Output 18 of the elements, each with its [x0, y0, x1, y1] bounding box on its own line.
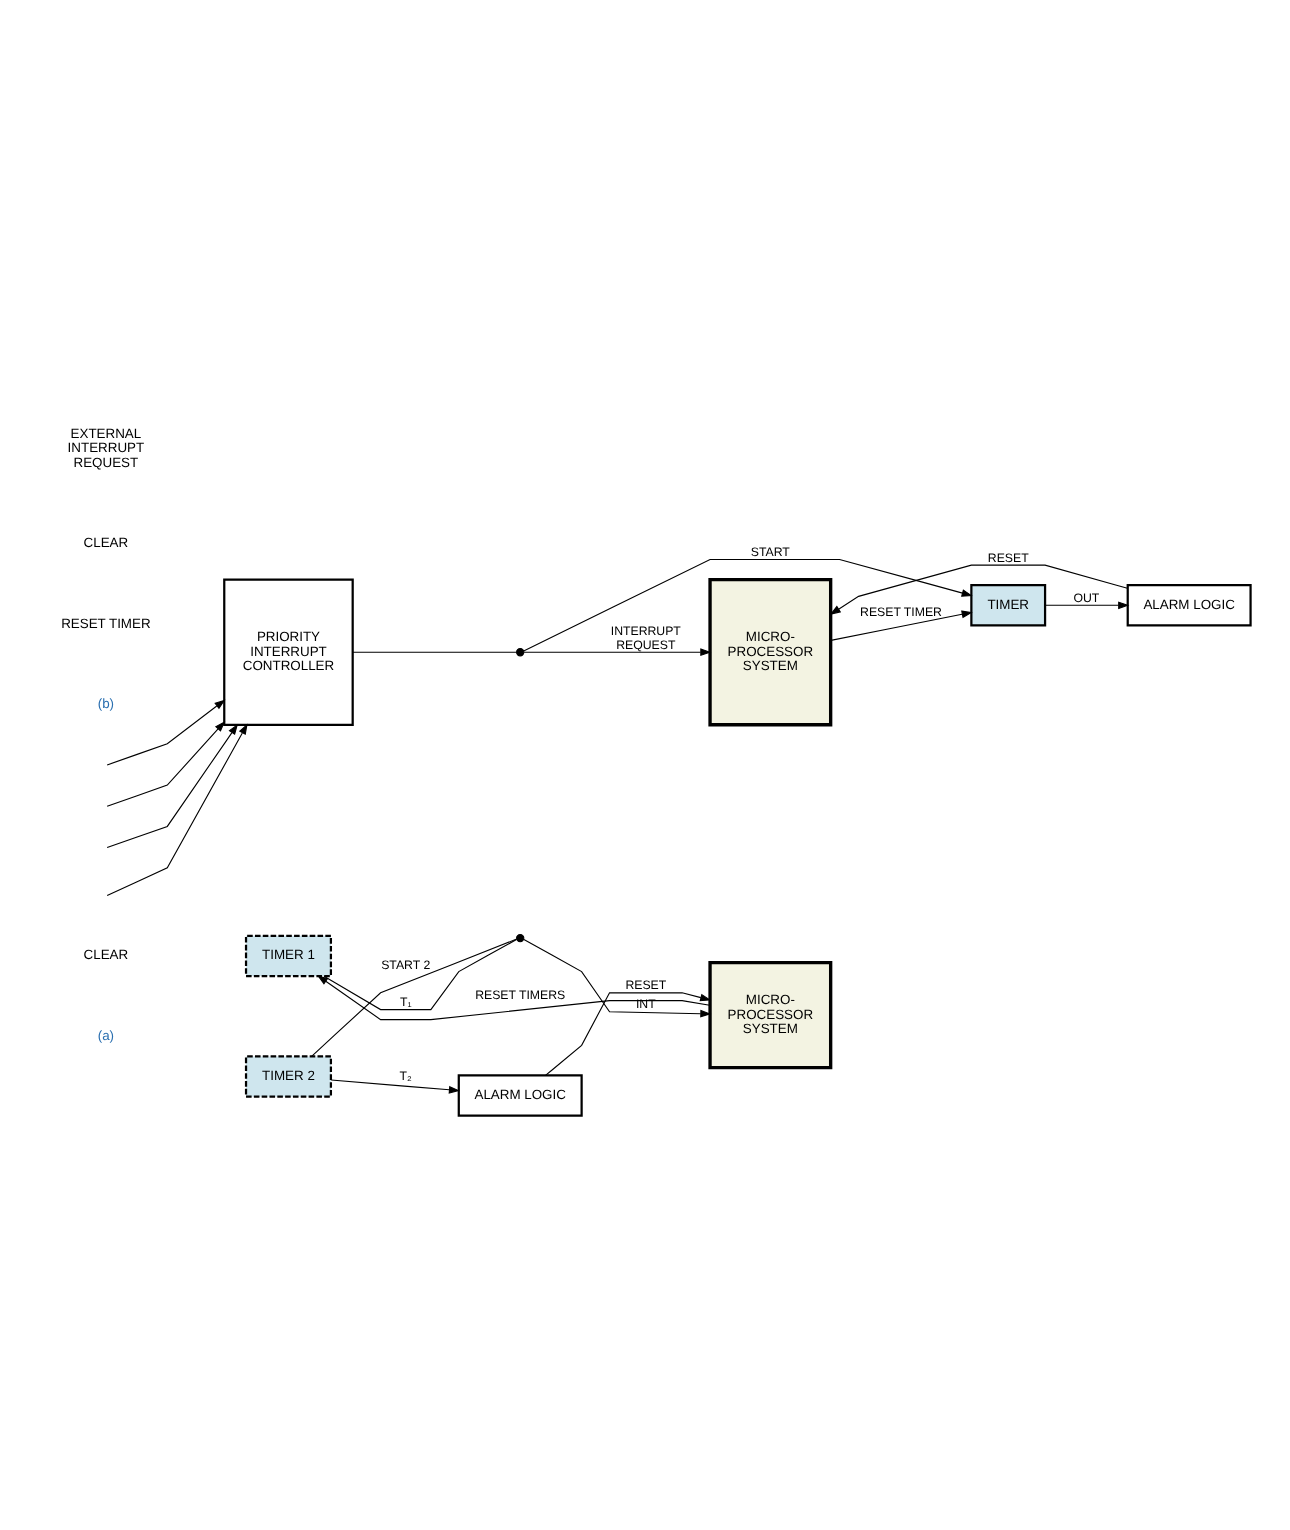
arrow	[106, 723, 239, 849]
connector	[323, 939, 518, 1011]
arrow	[317, 975, 711, 1021]
arrow	[523, 648, 712, 657]
node-circle	[516, 933, 525, 943]
arrow	[829, 564, 1128, 615]
arrow	[330, 1079, 461, 1094]
arrow	[523, 939, 712, 1018]
arrow	[544, 992, 712, 1076]
arrow	[523, 558, 973, 652]
arrow	[1044, 601, 1130, 610]
arrow	[106, 720, 226, 807]
arrow	[106, 699, 226, 766]
arrow	[106, 723, 248, 897]
arrow	[830, 610, 973, 641]
node-circle	[516, 648, 525, 657]
connector	[311, 938, 518, 1057]
connector	[352, 651, 517, 653]
